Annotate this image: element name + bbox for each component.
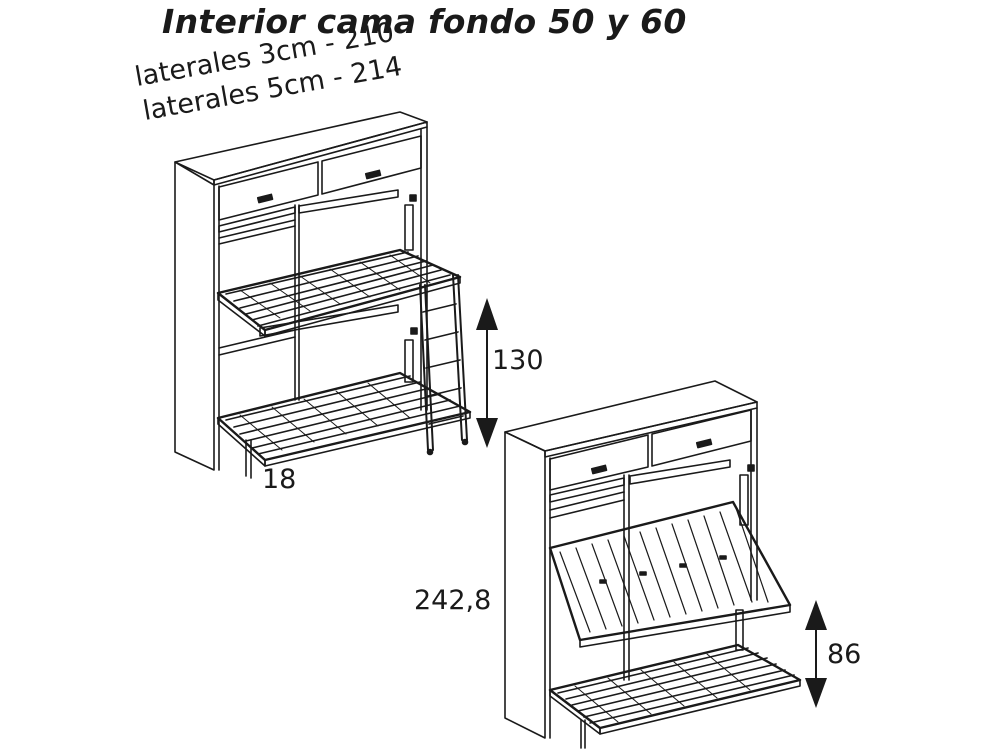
upper-bed-tilting	[548, 464, 792, 651]
ladder	[419, 274, 469, 456]
dimension-label-130: 130	[492, 345, 544, 376]
dimension-label-86: 86	[827, 639, 862, 670]
lower-bed-open	[548, 643, 802, 749]
figure-bunk-folding	[504, 380, 802, 749]
upper-bed	[216, 194, 462, 337]
dimension-arrow-86	[805, 600, 827, 708]
dimension-label-242-8: 242,8	[414, 585, 492, 616]
lower-bed	[216, 327, 472, 479]
figure-bunk-open	[174, 111, 472, 479]
dimension-label-18: 18	[262, 464, 297, 495]
page-title: Interior cama fondo 50 y 60	[162, 2, 687, 41]
dimension-arrow-130	[476, 298, 498, 448]
